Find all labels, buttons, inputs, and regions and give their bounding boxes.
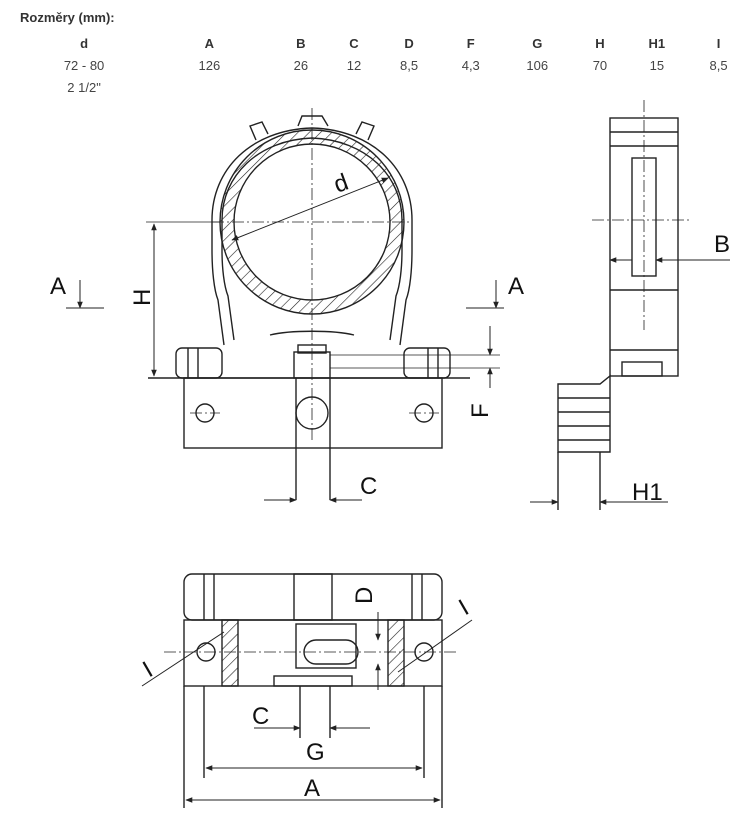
label-d-dim: D [351,587,378,604]
header-i: I [716,35,721,51]
cell-d-inch: 2 1/2" [67,79,101,95]
header-c: C [349,35,359,51]
table-row: 72 - 80 126 26 12 8,5 4,3 106 70 15 8,5 [20,54,749,76]
cell-b: 26 [293,57,309,73]
label-i-left: I [138,656,157,683]
label-c-front: C [360,473,377,500]
label-h1: H1 [632,479,663,506]
label-h: H [129,289,156,306]
cell-h1: 15 [649,57,665,73]
cell-c: 12 [346,57,362,73]
label-f: F [467,403,494,418]
cell-g: 106 [526,57,549,73]
dimensions-title: Rozměry (mm): [20,10,115,25]
header-h: H [595,35,605,51]
header-h1: H1 [648,35,666,51]
cell-d: 72 - 80 [63,57,105,73]
label-g: G [306,739,325,766]
label-a-bottom: A [304,775,320,802]
cell-i: 8,5 [709,57,728,73]
dimensions-table: d A B C D F G H H1 I 72 - 80 126 26 12 8… [20,32,749,98]
header-a: A [204,35,215,51]
label-i-right: I [454,594,473,621]
cell-h: 70 [592,57,608,73]
cell-f: 4,3 [461,57,480,73]
label-c-top: C [252,703,269,730]
side-view [530,100,730,510]
header-d-dim: D [404,35,414,51]
table-row-sub: 2 1/2" [20,76,749,98]
label-a-left: A [50,273,66,300]
base-block [183,377,443,449]
label-b: B [714,231,730,258]
top-view [141,573,473,808]
header-g: G [532,35,543,51]
label-a-right: A [508,273,524,300]
header-f: F [466,35,475,51]
header-d: d [80,35,89,51]
table-header-row: d A B C D F G H H1 I [20,32,749,54]
header-b: B [296,35,306,51]
top-clamp [183,573,443,621]
cell-d-dim: 8,5 [400,57,419,73]
cell-a: 126 [198,57,221,73]
front-view [66,108,504,503]
